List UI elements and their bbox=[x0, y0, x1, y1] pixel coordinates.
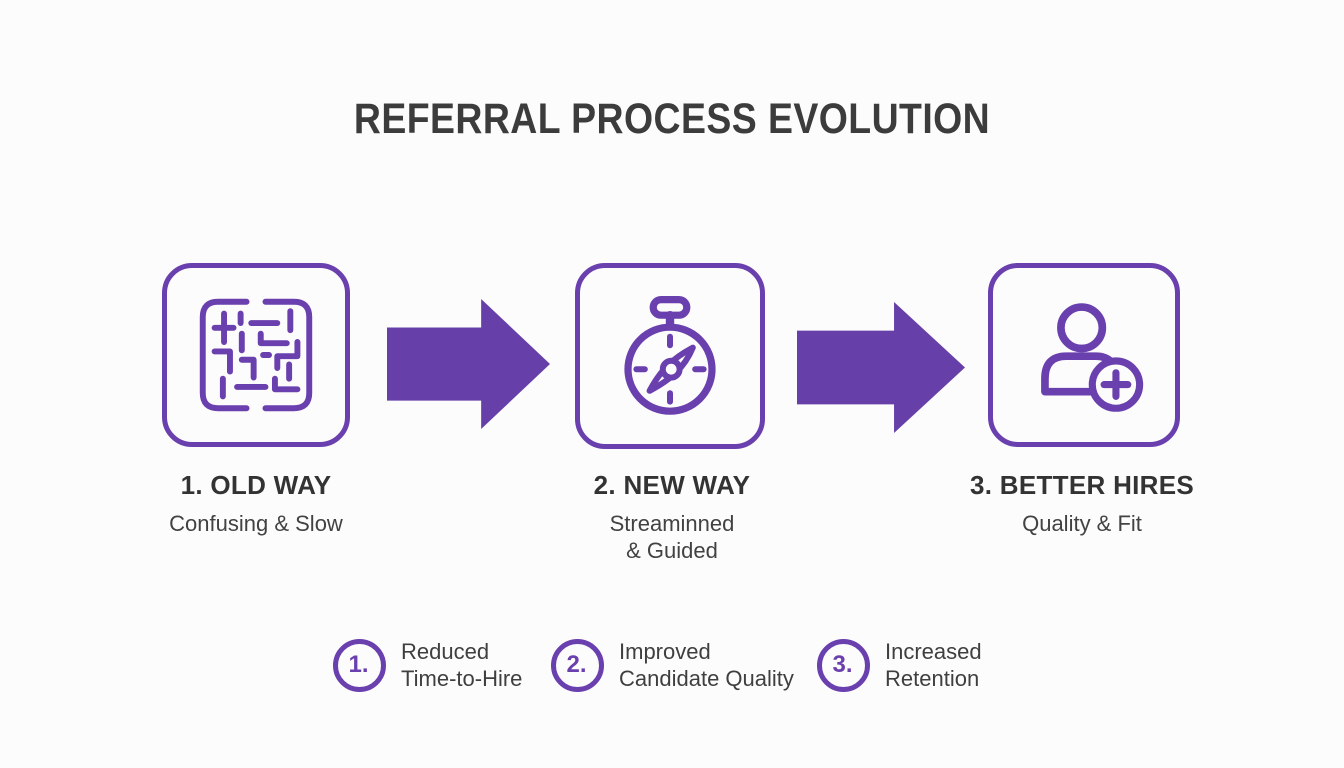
step-subtitle: Quality & Fit bbox=[1022, 511, 1142, 536]
page-title: REFERRAL PROCESS EVOLUTION bbox=[353, 95, 991, 143]
user-plus-icon bbox=[1041, 303, 1144, 412]
benefit-text: Reduced Time-to-Hire bbox=[401, 638, 522, 692]
benefit-text-line: Candidate Quality bbox=[619, 666, 794, 691]
benefit-text-line: Improved bbox=[619, 639, 711, 664]
step-box-better-hires bbox=[988, 263, 1180, 447]
benefit-increased-retention: 3. Increased Retention bbox=[817, 638, 982, 692]
step-heading: 2. NEW WAY bbox=[593, 470, 751, 500]
benefit-reduced-time-to-hire: 1. Reduced Time-to-Hire bbox=[333, 638, 522, 692]
benefit-text-line: Retention bbox=[885, 666, 980, 691]
benefit-text-line: Reduced bbox=[401, 639, 490, 664]
benefit-text: Increased Retention bbox=[885, 638, 982, 692]
benefit-text-line: Increased bbox=[885, 639, 982, 664]
benefit-text: Improved Candidate Quality bbox=[619, 638, 794, 692]
step-label-new-way: 2. NEW WAY Streaminned & Guided bbox=[542, 470, 802, 564]
benefit-text-line: Time-to-Hire bbox=[401, 666, 523, 691]
flow-arrow-right-icon bbox=[797, 302, 965, 433]
step-label-better-hires: 3. BETTER HIRES Quality & Fit bbox=[942, 470, 1222, 537]
benefit-improved-candidate-quality: 2. Improved Candidate Quality bbox=[551, 638, 794, 692]
step-heading: 3. BETTER HIRES bbox=[969, 470, 1195, 500]
flow-arrow-right-icon bbox=[387, 299, 550, 429]
benefit-number-badge: 2. bbox=[551, 638, 604, 692]
step-subtitle: Streaminned & Guided bbox=[542, 510, 802, 564]
step-box-old-way bbox=[162, 263, 350, 447]
step-label-old-way: 1. OLD WAY Confusing & Slow bbox=[126, 470, 386, 537]
benefit-number-badge: 3. bbox=[817, 638, 870, 692]
step-subtitle-line: Streaminned bbox=[609, 511, 735, 536]
benefit-number-badge: 1. bbox=[333, 638, 386, 692]
step-subtitle: Confusing & Slow bbox=[169, 511, 343, 536]
step-heading: 1. OLD WAY bbox=[180, 470, 332, 500]
maze-icon bbox=[199, 298, 313, 412]
compass-icon bbox=[624, 296, 716, 415]
step-subtitle-line: & Guided bbox=[626, 538, 718, 563]
step-box-new-way bbox=[575, 263, 765, 449]
